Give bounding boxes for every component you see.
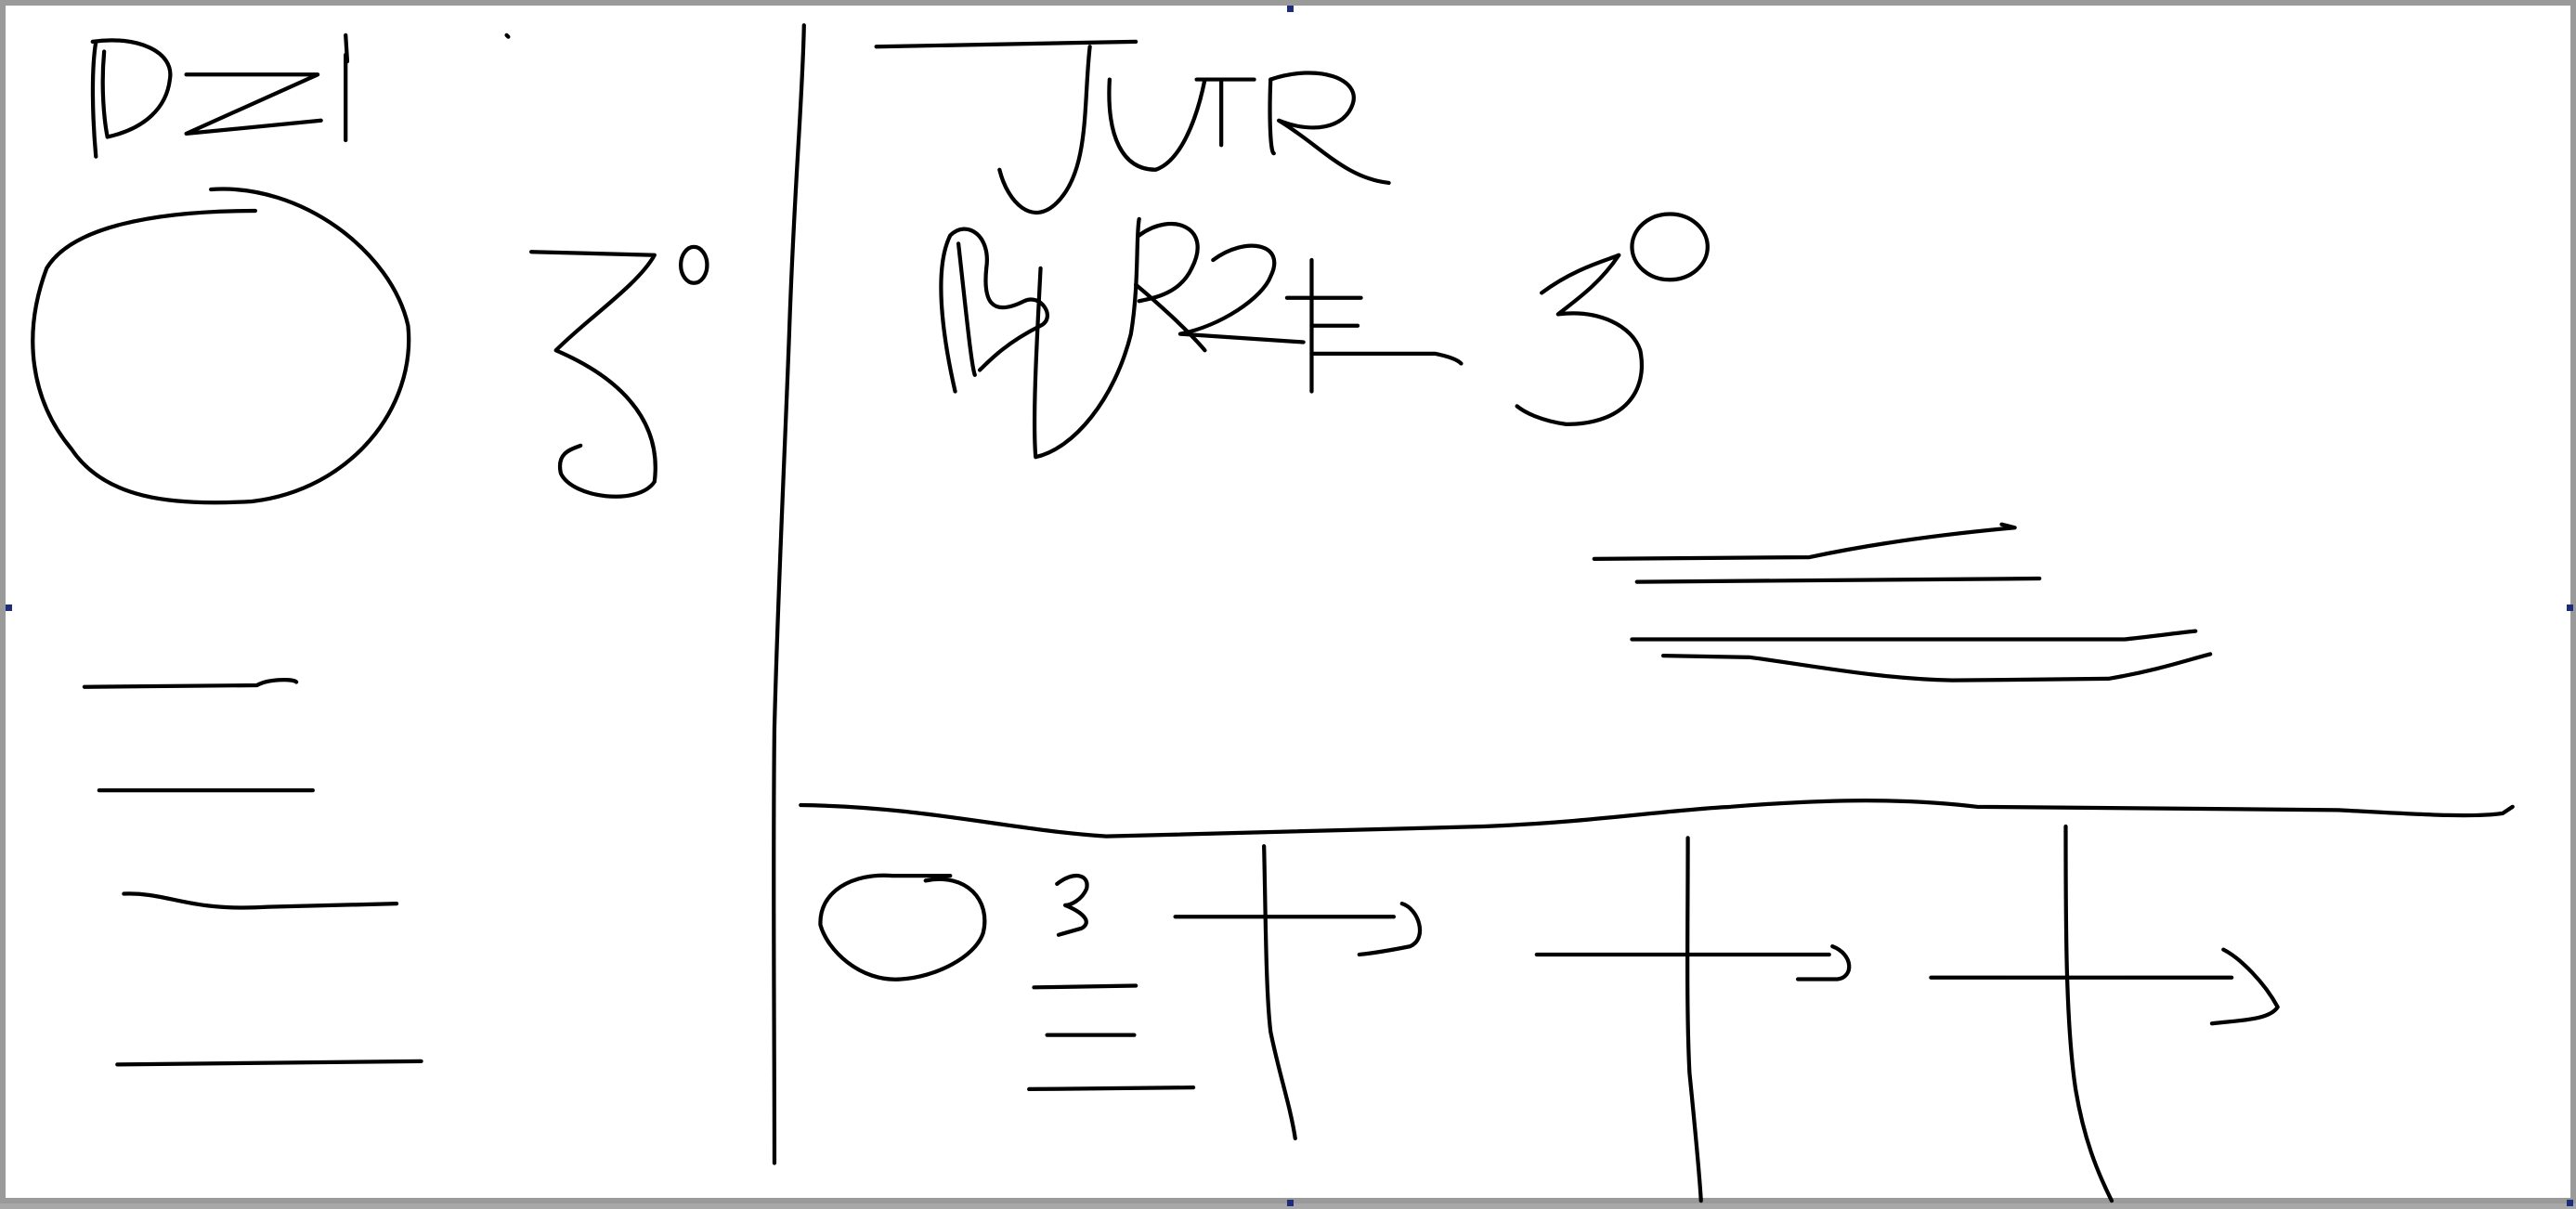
temperature-5-degree <box>1515 253 1644 426</box>
resize-handle-top[interactable] <box>1287 6 1294 12</box>
forecast-strip <box>818 824 2280 1203</box>
horizontal-divider <box>799 799 2515 838</box>
forecast-temperature-3 <box>1055 874 1089 937</box>
forecast-day-2-wind <box>1534 836 1852 1203</box>
temperature-3-degree <box>528 250 657 499</box>
vertical-divider <box>772 23 806 1165</box>
resize-handle-left[interactable] <box>6 604 12 611</box>
forecast-day-1-wind <box>1173 844 1423 1141</box>
forecast-sun-circle <box>818 873 987 982</box>
resize-handle-right[interactable] <box>2567 604 2573 611</box>
forecast-day-3-wind <box>1929 824 2280 1203</box>
stray-mark <box>504 32 511 39</box>
degree-symbol <box>678 244 709 285</box>
top-right-panel <box>874 39 2213 682</box>
label-dzi-handwriting <box>90 32 350 159</box>
sun-circle <box>31 187 411 505</box>
top-right-note-lines <box>1592 522 2213 682</box>
left-panel <box>31 32 709 1067</box>
forecast-note-lines <box>1027 983 1196 1092</box>
sketch-layer <box>31 23 2515 1203</box>
label-jutro-burze-handwriting <box>874 39 1464 460</box>
degree-symbol <box>1630 212 1710 282</box>
left-note-lines <box>82 678 423 1067</box>
